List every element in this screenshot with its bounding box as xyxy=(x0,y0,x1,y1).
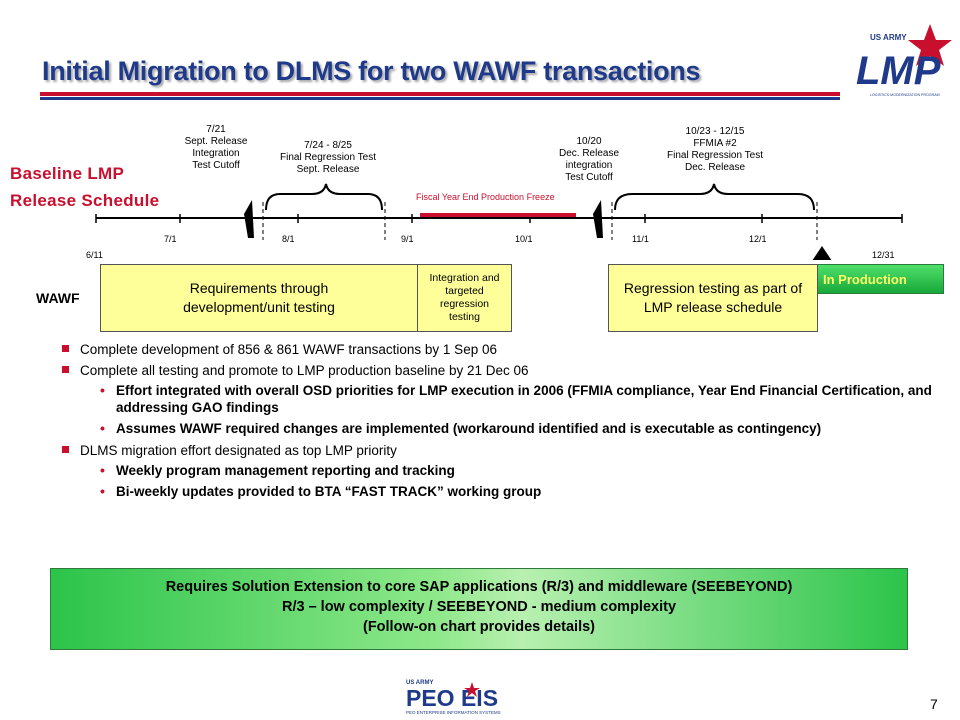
month-label: 11/1 xyxy=(632,234,649,244)
dot-bullet-icon: • xyxy=(100,483,105,499)
sub-bullet-item: •Weekly program management reporting and… xyxy=(100,462,455,478)
peo-eis-logo: US ARMY PEO EIS PEO ENTERPRISE INFORMATI… xyxy=(406,680,501,715)
sept-cutoff-marker xyxy=(244,200,254,238)
baseline-label-line1: Baseline LMP xyxy=(10,164,125,183)
bullet-item: DLMS migration effort designated as top … xyxy=(62,441,932,460)
note-sept-regression: 7/24 - 8/25 Final Regression Test Sept. … xyxy=(280,140,376,175)
note-sept-cutoff: 7/21 Sept. Release Integration Test Cuto… xyxy=(184,124,248,171)
square-bullet-icon xyxy=(62,366,69,373)
summary-box: Requires Solution Extension to core SAP … xyxy=(50,568,908,650)
end-date-label: 12/31 xyxy=(872,250,895,260)
square-bullet-icon xyxy=(62,446,69,453)
integration-box: Integration and targeted regression test… xyxy=(417,264,512,332)
lmp-logo-main-text: LMP xyxy=(856,49,941,93)
bullet-item: Complete all testing and promote to LMP … xyxy=(62,361,932,380)
dot-bullet-icon: • xyxy=(100,420,105,436)
production-box: In Production xyxy=(812,264,944,294)
lmp-logo: US ARMY LMP LOGISTICS MODERNIZATION PROG… xyxy=(856,24,952,97)
month-label: 7/1 xyxy=(164,234,177,244)
square-bullet-icon xyxy=(62,345,69,352)
title-rule-red xyxy=(40,92,840,96)
production-triangle xyxy=(812,246,832,260)
sub-bullet-item: •Effort integrated with overall OSD prio… xyxy=(100,382,932,415)
page-number: 7 xyxy=(930,696,938,712)
baseline-label-line2: Release Schedule xyxy=(10,191,160,210)
peo-logo-main-text: PEO EIS xyxy=(406,685,498,711)
requirements-box: Requirements through development/unit te… xyxy=(100,264,418,332)
note-dec-cutoff: 10/20 Dec. Release integration Test Cuto… xyxy=(558,136,620,183)
dot-bullet-icon: • xyxy=(100,382,105,398)
summary-line1: Requires Solution Extension to core SAP … xyxy=(165,579,793,595)
peo-logo-top-text: US ARMY xyxy=(406,680,433,686)
month-label: 12/1 xyxy=(749,234,767,244)
month-label: 10/1 xyxy=(515,234,533,244)
summary-line2: R/3 – low complexity / SEEBEYOND - mediu… xyxy=(281,599,677,615)
freeze-bar xyxy=(420,213,576,217)
start-date-label: 6/11 xyxy=(86,250,103,260)
month-label: 9/1 xyxy=(401,234,414,244)
timeline xyxy=(95,183,903,260)
baseline-schedule-label: Baseline LMP Release Schedule xyxy=(10,160,159,214)
dec-brace xyxy=(614,183,815,211)
note-dec-regression: 10/23 - 12/15 FFMIA #2 Final Regression … xyxy=(667,126,763,173)
month-label: 8/1 xyxy=(282,234,295,244)
sub-bullet-item: •Bi-weekly updates provided to BTA “FAST… xyxy=(100,483,542,499)
regression-box: Regression testing as part of LMP releas… xyxy=(608,264,818,332)
peo-logo-sub-text: PEO ENTERPRISE INFORMATION SYSTEMS xyxy=(406,710,501,715)
sub-bullet-item: •Assumes WAWF required changes are imple… xyxy=(100,420,822,436)
bullet-item: Complete development of 856 & 861 WAWF t… xyxy=(62,340,932,359)
dec-cutoff-marker xyxy=(593,200,603,238)
lmp-logo-sub-text: LOGISTICS MODERNIZATION PROGRAM xyxy=(870,93,940,97)
bullet-list: Complete development of 856 & 861 WAWF t… xyxy=(62,340,932,504)
wawf-label: WAWF xyxy=(36,290,80,306)
sept-brace xyxy=(265,183,383,211)
title-rule-blue xyxy=(40,97,840,100)
page-title: Initial Migration to DLMS for two WAWF t… xyxy=(42,56,701,86)
summary-line3: (Follow-on chart provides details) xyxy=(362,619,596,635)
freeze-label: Fiscal Year End Production Freeze xyxy=(416,192,555,202)
lmp-logo-top-text: US ARMY xyxy=(870,33,907,42)
dot-bullet-icon: • xyxy=(100,462,105,478)
